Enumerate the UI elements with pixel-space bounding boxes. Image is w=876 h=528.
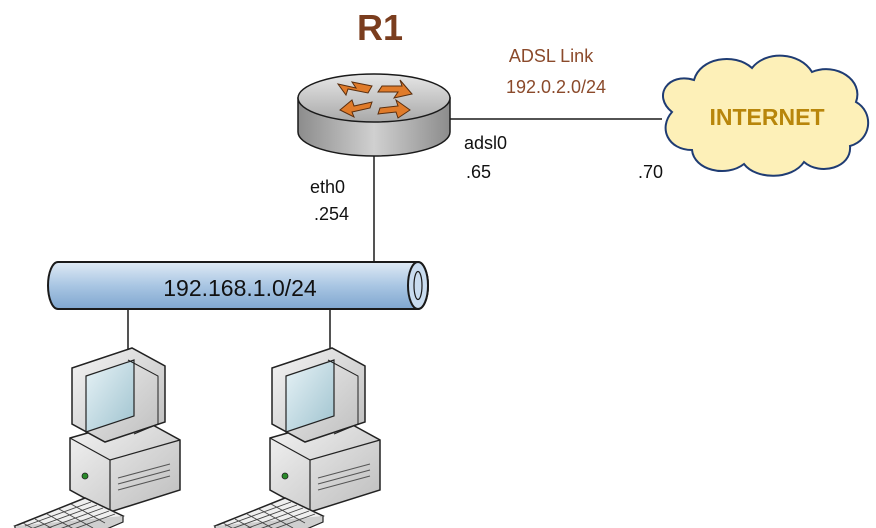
workstation-icon xyxy=(14,347,181,528)
internet-label: INTERNET xyxy=(710,104,825,130)
router-wan-ip-label: .65 xyxy=(466,162,491,182)
wan-subnet-label: 192.0.2.0/24 xyxy=(506,77,606,97)
lan-subnet-label: 192.168.1.0/24 xyxy=(163,275,317,301)
router-lan-interface-label: eth0 xyxy=(310,177,345,197)
cloud-icon xyxy=(662,54,870,177)
lan-bus xyxy=(47,261,429,310)
wan-link-label: ADSL Link xyxy=(509,46,594,66)
router-lan-ip-label: .254 xyxy=(314,204,349,224)
router-wan-interface-label: adsl0 xyxy=(464,133,507,153)
isp-wan-ip-label: .70 xyxy=(638,162,663,182)
workstation-icon xyxy=(214,347,381,528)
router-name: R1 xyxy=(357,7,403,48)
router-icon xyxy=(297,73,451,157)
